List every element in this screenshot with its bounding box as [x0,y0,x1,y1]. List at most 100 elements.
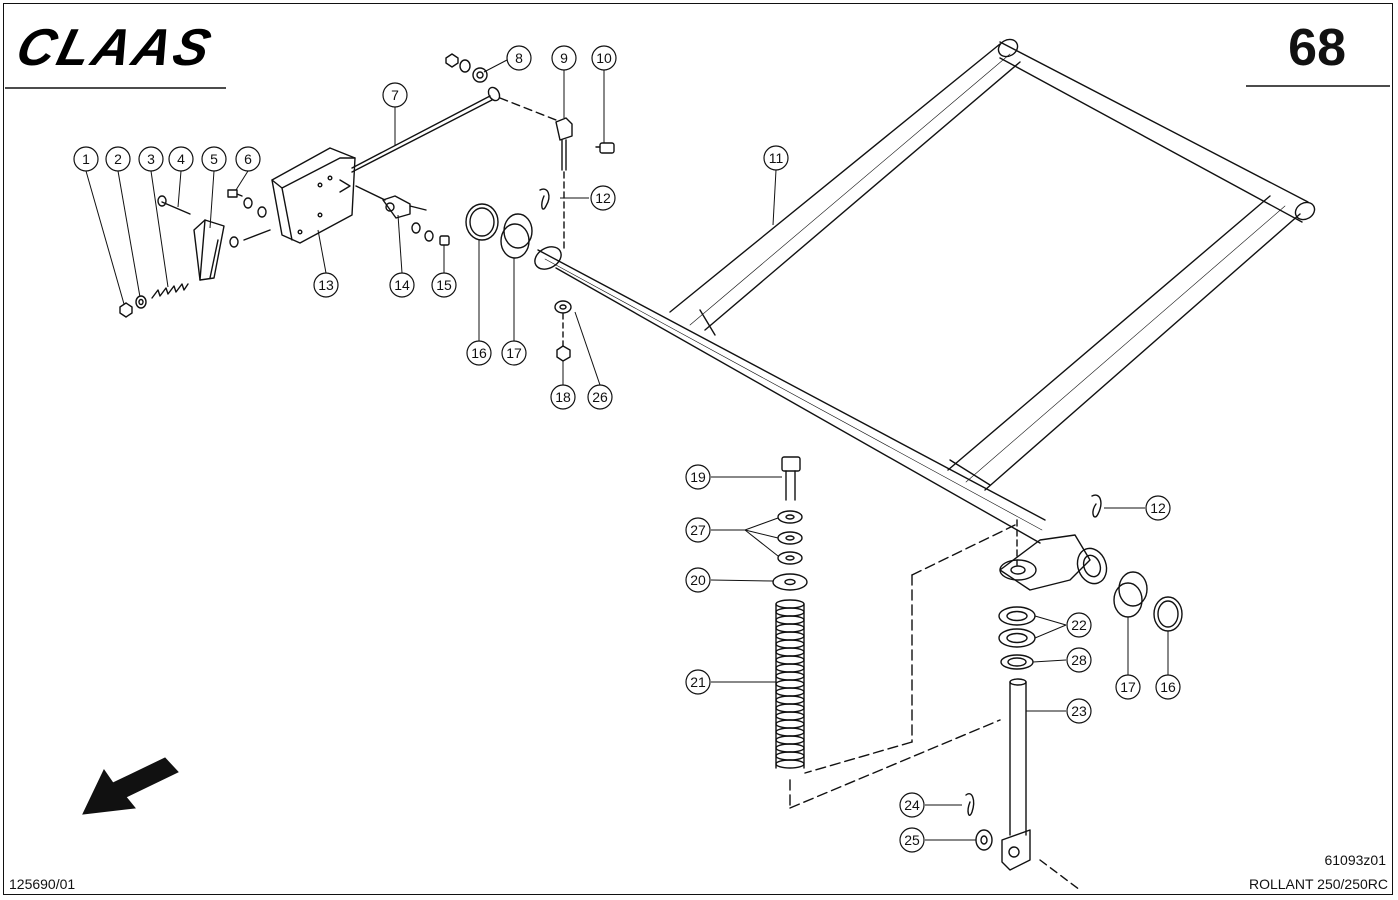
drawing-frame [3,3,1393,895]
callout-16-right: 16 [1155,674,1181,700]
ring-16-top [465,203,499,241]
nut-15 [439,235,450,246]
callout-6: 6 [235,146,261,172]
callout-10: 10 [591,45,617,71]
svg-text:14: 14 [394,277,410,293]
svg-text:1: 1 [82,151,90,167]
callout-13: 13 [313,272,339,298]
rod-7 [351,86,501,173]
callout-17-right: 17 [1115,674,1141,700]
spring-pin-24 [965,793,975,816]
spring-coil [775,607,805,617]
part-bolt-6 [227,189,243,198]
svg-text:12: 12 [595,190,611,206]
svg-text:2: 2 [114,151,122,167]
callout-12-top: 12 [590,185,616,211]
spring-coil [775,639,805,649]
spring-coil [775,687,805,697]
callout-1: 1 [73,146,99,172]
svg-text:22: 22 [1071,617,1087,633]
svg-text:3: 3 [147,151,155,167]
callout-3: 3 [138,146,164,172]
callout-18: 18 [550,384,576,410]
washers-22 [998,606,1036,648]
svg-text:19: 19 [690,469,706,485]
callout-28: 28 [1066,647,1092,673]
drawing-number: 61093z01 [1324,852,1386,868]
bolt-19 [781,456,801,501]
spring-coil [775,631,805,641]
callout-4: 4 [168,146,194,172]
callout-8: 8 [506,45,532,71]
part-bolt-4 [157,195,191,215]
frame-side-rail-right [947,195,1301,491]
svg-text:15: 15 [436,277,452,293]
washers-27 [777,510,803,565]
spring-pin-12-right [1091,494,1102,518]
svg-text:13: 13 [318,277,334,293]
bolt-10 [595,142,615,154]
spring-coil [775,751,805,761]
callout-24: 24 [899,792,925,818]
pivot-bracket [999,534,1108,591]
spring-coil [775,679,805,689]
svg-text:18: 18 [555,389,571,405]
spring-coil [775,703,805,713]
svg-text:24: 24 [904,797,920,813]
spring-coil [775,695,805,705]
svg-text:12: 12 [1150,500,1166,516]
callout-25: 25 [899,827,925,853]
svg-text:28: 28 [1071,652,1087,668]
bushing-17-top [500,213,533,259]
spring-coil [775,663,805,673]
callout-16-top: 16 [466,340,492,366]
part-nuts-8 [445,53,488,83]
svg-text:7: 7 [391,87,399,103]
callout-2: 2 [105,146,131,172]
washer-26 [554,300,572,314]
svg-text:17: 17 [1120,679,1136,695]
model-name: ROLLANT 250/250RC [1248,876,1388,892]
spring-coil [775,743,805,753]
washer-28 [1000,654,1034,670]
leader-lines [85,59,1169,841]
spring-coil [775,759,805,769]
callout-5: 5 [201,146,227,172]
svg-text:11: 11 [769,150,784,166]
sensor-14 [355,185,434,242]
spring-coil [775,719,805,729]
washer-20 [772,573,808,591]
svg-text:23: 23 [1071,703,1087,719]
bracket-housing-13 [271,147,356,244]
spring-coil [775,655,805,665]
spring-pin-12-top [539,188,550,210]
frame-back-tube [997,38,1316,223]
callout-11: 11 [763,145,789,171]
part-nut-1 [119,302,133,318]
svg-text:27: 27 [690,522,706,538]
part-plate-5 [193,219,225,281]
callout-23: 23 [1066,698,1092,724]
svg-text:9: 9 [560,50,568,66]
swing-arm-tube [534,246,1046,544]
spring-coil [775,711,805,721]
document-number: 125690/01 [9,876,76,892]
svg-text:8: 8 [515,50,523,66]
page-number: 68 [1288,19,1346,77]
bushing-17-right [1113,571,1148,618]
svg-text:21: 21 [690,674,706,690]
callout-12-right: 12 [1145,495,1171,521]
rod-23 [1001,678,1031,871]
part-spring-3 [151,283,189,299]
spring-coil [775,623,805,633]
callout-14: 14 [389,272,415,298]
frame-side-rail-left [669,43,1021,336]
callout-17-top: 17 [501,340,527,366]
spring-21 [775,599,805,769]
nut-18 [556,345,571,362]
svg-text:10: 10 [596,50,612,66]
spring-coil [775,615,805,625]
svg-text:20: 20 [690,572,706,588]
svg-text:4: 4 [177,151,185,167]
